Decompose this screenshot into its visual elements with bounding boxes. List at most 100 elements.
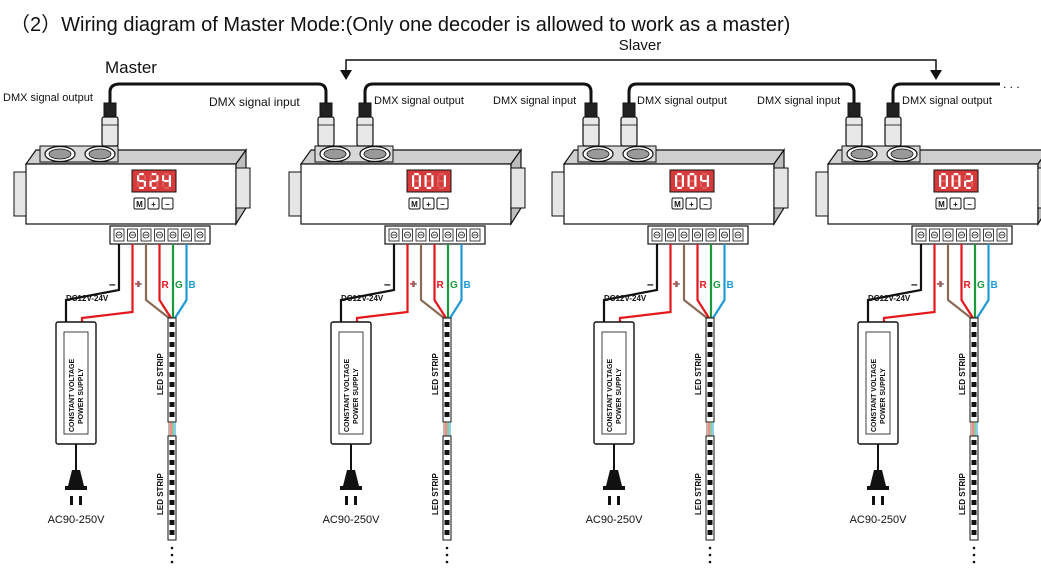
led-chip <box>169 460 175 465</box>
label-ac-voltage: AC90-250V <box>48 514 106 526</box>
ac-plug-base <box>867 486 889 490</box>
ac-plug-pin-right <box>617 496 620 505</box>
display-segment <box>970 175 973 181</box>
xlr-plug-boot <box>319 102 333 118</box>
led-chip <box>169 520 175 525</box>
display-segment <box>939 175 942 181</box>
wire-led-red <box>158 244 172 319</box>
display-segment <box>675 175 678 181</box>
display-segment <box>939 181 942 187</box>
label-dc-voltage: DC12V-24V <box>341 294 384 303</box>
label-dc-voltage: DC12V-24V <box>66 294 109 303</box>
mount-flange-left <box>815 171 829 217</box>
xlr-socket-inner <box>850 148 874 160</box>
display-segment <box>677 186 682 189</box>
button-m-frame <box>133 197 146 210</box>
led-chip <box>169 480 175 485</box>
button-plus-frame <box>685 197 698 210</box>
button-plus: + <box>426 200 431 209</box>
led-chip <box>971 440 977 445</box>
power-supply-label-2: POWER SUPPLY <box>616 368 623 424</box>
led-strip-label-1: LED STRIP <box>156 353 165 395</box>
led-strip-label-2: LED STRIP <box>156 473 165 515</box>
led-chip <box>971 382 977 387</box>
led-chip <box>444 520 450 525</box>
display-segment <box>706 181 709 187</box>
led-strip-label-1: LED STRIP <box>958 353 967 395</box>
button-m: M <box>938 200 945 209</box>
display-segment <box>412 175 415 181</box>
ac-plug-pin-left <box>608 496 611 505</box>
led-display: 524 <box>131 169 177 193</box>
label-b: B <box>991 280 998 291</box>
display-segment <box>137 181 140 187</box>
led-chip <box>444 480 450 485</box>
ac-plug-pin-left <box>872 496 875 505</box>
led-chip <box>444 440 450 445</box>
led-display: 001 <box>406 169 452 193</box>
label-unit3-dmx-input: DMX signal input <box>493 95 576 107</box>
led-chip <box>707 520 713 525</box>
led-chip <box>707 372 713 377</box>
led-chip <box>707 332 713 337</box>
display-segment <box>151 186 157 189</box>
xlr-plug-boot <box>622 102 636 118</box>
button-m-frame <box>671 197 684 210</box>
slaver-label: Slaver <box>619 37 662 54</box>
button-m-frame <box>935 197 948 210</box>
led-strip-label-1: LED STRIP <box>431 353 440 395</box>
label-minus: – <box>647 277 654 291</box>
display-segment <box>139 186 144 189</box>
strip-continue-dot <box>170 560 174 564</box>
led-strip-body <box>969 317 979 423</box>
ac-plug-pin-right <box>354 496 357 505</box>
label-unit4-dmx-input: DMX signal input <box>757 95 840 107</box>
decoder-front-face <box>563 163 775 225</box>
display-segment <box>139 173 144 176</box>
wire-power-minus <box>64 244 121 322</box>
strip-continue-dot <box>170 546 174 550</box>
button-plus: + <box>689 200 694 209</box>
led-chip <box>707 322 713 327</box>
display-segment <box>162 181 165 187</box>
xlr-plug-boot <box>886 102 900 118</box>
strip-continue-dot <box>972 553 976 557</box>
display-segment <box>143 175 146 181</box>
led-strip-body <box>167 317 177 423</box>
button-minus-frame <box>161 197 174 210</box>
led-chip <box>169 342 175 347</box>
ac-plug-pin-left <box>345 496 348 505</box>
label-b: B <box>464 280 471 291</box>
display-segment <box>702 179 707 183</box>
label-g: G <box>713 280 721 291</box>
display-segment <box>414 186 419 189</box>
led-strip-body <box>167 435 177 541</box>
led-chip <box>169 440 175 445</box>
led-chip <box>444 412 450 417</box>
led-strip-body <box>705 435 715 541</box>
led-chip <box>971 500 977 505</box>
button-minus: – <box>440 200 445 209</box>
display-segment <box>677 173 682 176</box>
strip-continue-dot <box>972 546 976 550</box>
label-unit4-dmx-output: DMX signal output <box>902 95 992 107</box>
display-segment <box>694 175 697 181</box>
label-unit2-dmx-output: DMX signal output <box>374 95 464 107</box>
power-supply-label-1: CONSTANT VOLTAGE <box>69 359 76 432</box>
xlr-plug-boot <box>358 102 372 118</box>
led-chip <box>169 450 175 455</box>
led-chip <box>707 450 713 455</box>
label-plus: + <box>135 277 142 291</box>
led-chip <box>971 470 977 475</box>
power-supply-label-frame <box>601 331 627 435</box>
xlr-plug-body <box>317 116 335 147</box>
mount-flange-right <box>510 167 526 209</box>
led-chip <box>169 352 175 357</box>
decoder-front-face <box>25 163 237 225</box>
display-segment <box>149 175 152 181</box>
display-segment <box>151 173 157 176</box>
display-segment <box>156 175 159 181</box>
label-r: R <box>700 280 708 291</box>
display-segment <box>426 186 432 189</box>
